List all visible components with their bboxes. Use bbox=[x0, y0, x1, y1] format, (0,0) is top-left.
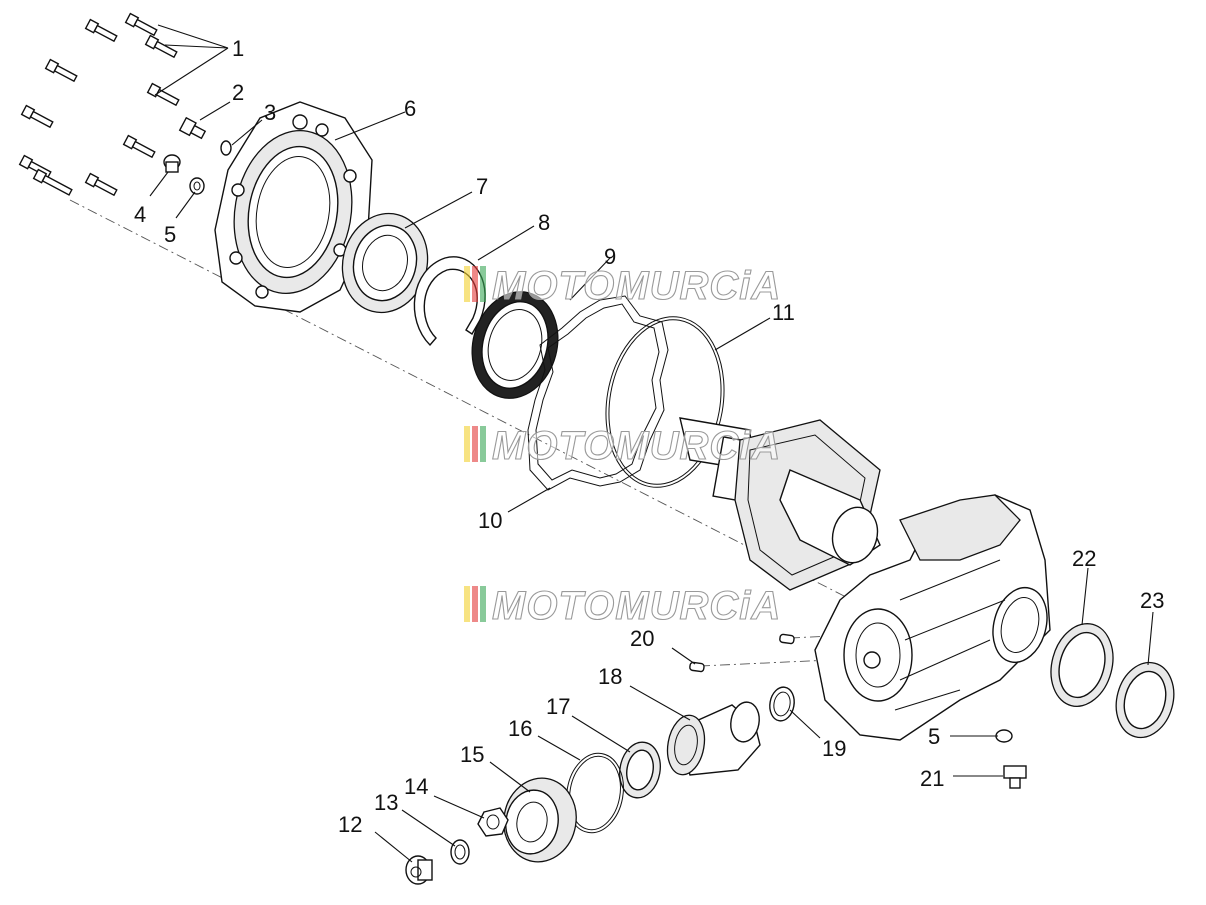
callout-17: 17 bbox=[546, 694, 570, 719]
watermark-text-middle: MOTOMURCiA bbox=[492, 424, 781, 468]
watermark-text-bottom: MOTOMURCiA bbox=[492, 584, 781, 628]
part-13-washer bbox=[450, 839, 470, 865]
callout-23: 23 bbox=[1140, 588, 1164, 613]
part-23-seal bbox=[1115, 661, 1175, 739]
callout-4: 4 bbox=[134, 202, 146, 227]
part-8-circlip bbox=[413, 256, 486, 347]
part-7-bearing bbox=[341, 212, 429, 314]
callout-13: 13 bbox=[374, 790, 398, 815]
callout-7: 7 bbox=[476, 174, 488, 199]
callout-14: 14 bbox=[404, 774, 428, 799]
part-15-flange bbox=[503, 777, 577, 863]
part-3-ring bbox=[220, 140, 232, 156]
callout-3: 3 bbox=[264, 100, 276, 125]
part-17-bearing bbox=[619, 741, 661, 799]
part-18-needle-sleeve bbox=[666, 701, 761, 776]
callout-labels: 1 2 3 4 5 6 7 8 9 10 11 12 13 14 15 16 1… bbox=[134, 36, 1164, 837]
callout-8: 8 bbox=[538, 210, 550, 235]
part-20-dowel-b bbox=[689, 661, 705, 673]
part-20-dowel-a bbox=[779, 633, 795, 645]
callout-19: 19 bbox=[822, 736, 846, 761]
part-22-bearing bbox=[1050, 623, 1114, 707]
part-seal bbox=[471, 291, 559, 399]
watermark-middle: MOTOMURCiA bbox=[464, 423, 781, 469]
watermark-text-top: MOTOMURCiA bbox=[492, 264, 781, 308]
part-16-o-ring bbox=[566, 752, 624, 834]
dowel-axis-lower bbox=[699, 659, 831, 667]
watermark-top: MOTOMURCiA bbox=[464, 263, 781, 309]
part-12-bolt bbox=[405, 855, 433, 885]
part-11-o-ring bbox=[605, 316, 725, 488]
part-9-gasket bbox=[527, 295, 669, 491]
rear-housing bbox=[814, 494, 1051, 741]
callout-21: 21 bbox=[920, 766, 944, 791]
part-14-nut bbox=[477, 807, 509, 837]
callout-12: 12 bbox=[338, 812, 362, 837]
callout-11: 11 bbox=[772, 300, 795, 325]
callout-1: 1 bbox=[232, 36, 244, 61]
callout-5-lower: 5 bbox=[928, 724, 940, 749]
bevel-gear-shaft bbox=[679, 417, 881, 591]
part-2-bolt bbox=[178, 116, 207, 140]
callout-6: 6 bbox=[404, 96, 416, 121]
part-19-o-ring bbox=[769, 686, 795, 722]
callout-22: 22 bbox=[1072, 546, 1096, 571]
part-6-front-cover bbox=[214, 101, 373, 313]
part-5-washer-lower bbox=[995, 729, 1013, 743]
bolt-group bbox=[18, 12, 180, 197]
part-4-plug bbox=[163, 154, 181, 173]
watermark-bottom: MOTOMURCiA bbox=[464, 583, 781, 629]
callout-16: 16 bbox=[508, 716, 532, 741]
callout-15: 15 bbox=[460, 742, 484, 767]
callout-2: 2 bbox=[232, 80, 244, 105]
callout-9: 9 bbox=[604, 244, 616, 269]
callout-18: 18 bbox=[598, 664, 622, 689]
callout-20: 20 bbox=[630, 626, 654, 651]
part-5-washer bbox=[189, 177, 205, 195]
leader-lines bbox=[149, 24, 1154, 863]
part-21-drain-plug bbox=[1003, 765, 1027, 789]
callout-10: 10 bbox=[478, 508, 502, 533]
callout-5: 5 bbox=[164, 222, 176, 247]
